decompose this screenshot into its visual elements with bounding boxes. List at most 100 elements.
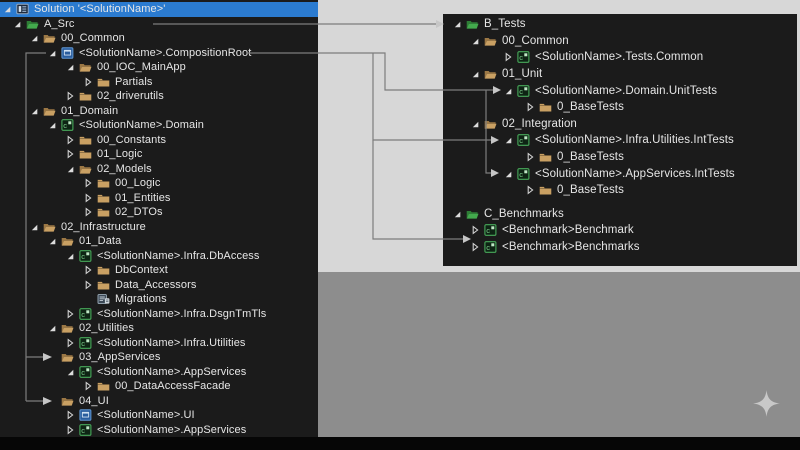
expander-closed-icon[interactable] bbox=[83, 265, 93, 275]
tree-item-dbcontext[interactable]: DbContext bbox=[0, 263, 318, 278]
tree-item-solutionname-appservices[interactable]: c<SolutionName>.AppServices bbox=[0, 365, 318, 380]
expander-open-icon[interactable] bbox=[29, 106, 39, 116]
expander-open-icon[interactable] bbox=[65, 367, 75, 377]
tree-item-0-basetests[interactable]: 0_BaseTests bbox=[443, 99, 797, 116]
expander-open-icon[interactable] bbox=[47, 323, 57, 333]
tree-item-00-dataaccessfacade[interactable]: 00_DataAccessFacade bbox=[0, 379, 318, 394]
expander-closed-icon[interactable] bbox=[65, 338, 75, 348]
tree-item-data-accessors[interactable]: Data_Accessors bbox=[0, 278, 318, 293]
csharp-project-icon: c bbox=[484, 224, 497, 237]
expander-closed-icon[interactable] bbox=[83, 77, 93, 87]
tree-item-02-dtos[interactable]: 02_DTOs bbox=[0, 205, 318, 220]
tree-item-solutionname-domain[interactable]: c<SolutionName>.Domain bbox=[0, 118, 318, 133]
expander-open-icon[interactable] bbox=[47, 48, 57, 58]
tree-item-a-src[interactable]: A_Src bbox=[0, 17, 318, 32]
expander-closed-icon[interactable] bbox=[83, 280, 93, 290]
expander-open-icon[interactable] bbox=[470, 119, 480, 129]
expander-open-icon[interactable] bbox=[2, 4, 12, 14]
tree-item-solutionname-infra-dbaccess[interactable]: c<SolutionName>.Infra.DbAccess bbox=[0, 249, 318, 264]
expander-closed-icon[interactable] bbox=[470, 242, 480, 252]
expander-closed-icon[interactable] bbox=[65, 149, 75, 159]
tree-item-benchmark-benchmarks[interactable]: c<Benchmark>Benchmarks bbox=[443, 239, 797, 256]
closed-folder-icon bbox=[97, 192, 110, 204]
tree-item-00-ioc-mainapp[interactable]: 00_IOC_MainApp bbox=[0, 60, 318, 75]
expander-open-icon[interactable] bbox=[65, 62, 75, 72]
expander-closed-icon[interactable] bbox=[503, 52, 513, 63]
expander-open-icon[interactable] bbox=[29, 33, 39, 43]
tree-item-03-appservices[interactable]: 03_AppServices bbox=[0, 350, 318, 365]
tree-item-label: 00_Common bbox=[502, 34, 569, 47]
expander-closed-icon[interactable] bbox=[525, 185, 535, 195]
tree-item-c-benchmarks[interactable]: C_Benchmarks bbox=[443, 206, 797, 223]
tree-item-04-ui[interactable]: 04_UI bbox=[0, 394, 318, 409]
tree-item-02-utilities[interactable]: 02_Utilities bbox=[0, 321, 318, 336]
closed-folder-icon bbox=[539, 184, 552, 196]
tree-item-0-basetests[interactable]: 0_BaseTests bbox=[443, 149, 797, 166]
expander-closed-icon[interactable] bbox=[83, 381, 93, 391]
tree-item-solutionname-appservices[interactable]: c<SolutionName>.AppServices bbox=[0, 423, 318, 438]
tree-item-solutionname-infra-utilities[interactable]: c<SolutionName>.Infra.Utilities bbox=[0, 336, 318, 351]
expander-spacer bbox=[47, 396, 57, 406]
expander-open-icon[interactable] bbox=[65, 164, 75, 174]
tree-item-label: 0_BaseTests bbox=[557, 101, 624, 114]
expander-open-icon[interactable] bbox=[470, 36, 480, 46]
csharp-project-icon: c bbox=[79, 365, 92, 378]
expander-open-icon[interactable] bbox=[503, 169, 513, 179]
expander-closed-icon[interactable] bbox=[83, 207, 93, 217]
tree-item-02-driverutils[interactable]: 02_driverutils bbox=[0, 89, 318, 104]
tree-item-label: Migrations bbox=[115, 293, 167, 306]
expander-closed-icon[interactable] bbox=[65, 135, 75, 145]
expander-closed-icon[interactable] bbox=[65, 91, 75, 101]
tree-item-migrations[interactable]: Migrations bbox=[0, 292, 318, 307]
tree-item-solutionname-infra-utilities-inttests[interactable]: c<SolutionName>.Infra.Utilities.IntTests bbox=[443, 132, 797, 149]
tree-item-00-constants[interactable]: 00_Constants bbox=[0, 133, 318, 148]
tree-item-02-integration[interactable]: 02_Integration bbox=[443, 116, 797, 133]
tree-item-b-tests[interactable]: B_Tests bbox=[443, 16, 797, 33]
tree-item-solutionname-domain-unittests[interactable]: c<SolutionName>.Domain.UnitTests bbox=[443, 82, 797, 99]
expander-closed-icon[interactable] bbox=[525, 152, 535, 162]
expander-closed-icon[interactable] bbox=[65, 410, 75, 420]
tree-item-partials[interactable]: Partials bbox=[0, 75, 318, 90]
tree-item-00-logic[interactable]: 00_Logic bbox=[0, 176, 318, 191]
open-folder-icon bbox=[43, 32, 56, 44]
svg-text:c: c bbox=[63, 121, 67, 130]
tree-item-01-domain[interactable]: 01_Domain bbox=[0, 104, 318, 119]
expander-closed-icon[interactable] bbox=[65, 425, 75, 435]
tree-item-01-data[interactable]: 01_Data bbox=[0, 234, 318, 249]
tree-item-00-common[interactable]: 00_Common bbox=[443, 33, 797, 50]
expander-open-icon[interactable] bbox=[65, 251, 75, 261]
tree-item-solutionname-tests-common[interactable]: c<SolutionName>.Tests.Common bbox=[443, 49, 797, 66]
tree-item-01-logic[interactable]: 01_Logic bbox=[0, 147, 318, 162]
tree-item-02-infrastructure[interactable]: 02_Infrastructure bbox=[0, 220, 318, 235]
tree-item-solutionname-compositionroot[interactable]: <SolutionName>.CompositionRoot bbox=[0, 46, 318, 61]
tree-item-solutionname-appservices-inttests[interactable]: c<SolutionName>.AppServices.IntTests bbox=[443, 165, 797, 182]
expander-open-icon[interactable] bbox=[12, 19, 22, 29]
tree-item-label: <SolutionName>.Infra.Utilities bbox=[97, 336, 246, 349]
expander-closed-icon[interactable] bbox=[470, 225, 480, 235]
expander-closed-icon[interactable] bbox=[83, 193, 93, 203]
expander-open-icon[interactable] bbox=[452, 19, 462, 29]
tree-item-solutionname-ui[interactable]: <SolutionName>.UI bbox=[0, 408, 318, 423]
expander-open-icon[interactable] bbox=[29, 222, 39, 232]
expander-closed-icon[interactable] bbox=[65, 309, 75, 319]
tree-item-0-basetests[interactable]: 0_BaseTests bbox=[443, 182, 797, 199]
expander-open-icon[interactable] bbox=[47, 120, 57, 130]
tree-item-label: <SolutionName>.AppServices bbox=[97, 423, 247, 436]
expander-open-icon[interactable] bbox=[503, 135, 513, 145]
expander-open-icon[interactable] bbox=[470, 69, 480, 79]
tree-item-label: 00_IOC_MainApp bbox=[97, 61, 186, 74]
tree-item-benchmark-benchmark[interactable]: c<Benchmark>Benchmark bbox=[443, 222, 797, 239]
expander-open-icon[interactable] bbox=[503, 86, 513, 96]
expander-open-icon[interactable] bbox=[452, 209, 462, 219]
expander-closed-icon[interactable] bbox=[83, 178, 93, 188]
expander-closed-icon[interactable] bbox=[525, 102, 535, 112]
tree-item-01-unit[interactable]: 01_Unit bbox=[443, 66, 797, 83]
tree-item-00-common[interactable]: 00_Common bbox=[0, 31, 318, 46]
tree-item-solution-solutionname[interactable]: Solution '<SolutionName>' bbox=[0, 2, 318, 17]
tree-item-solutionname-infra-dsgntmtls[interactable]: c<SolutionName>.Infra.DsgnTmTls bbox=[0, 307, 318, 322]
tree-item-02-models[interactable]: 02_Models bbox=[0, 162, 318, 177]
expander-open-icon[interactable] bbox=[47, 236, 57, 246]
tree-item-01-entities[interactable]: 01_Entities bbox=[0, 191, 318, 206]
